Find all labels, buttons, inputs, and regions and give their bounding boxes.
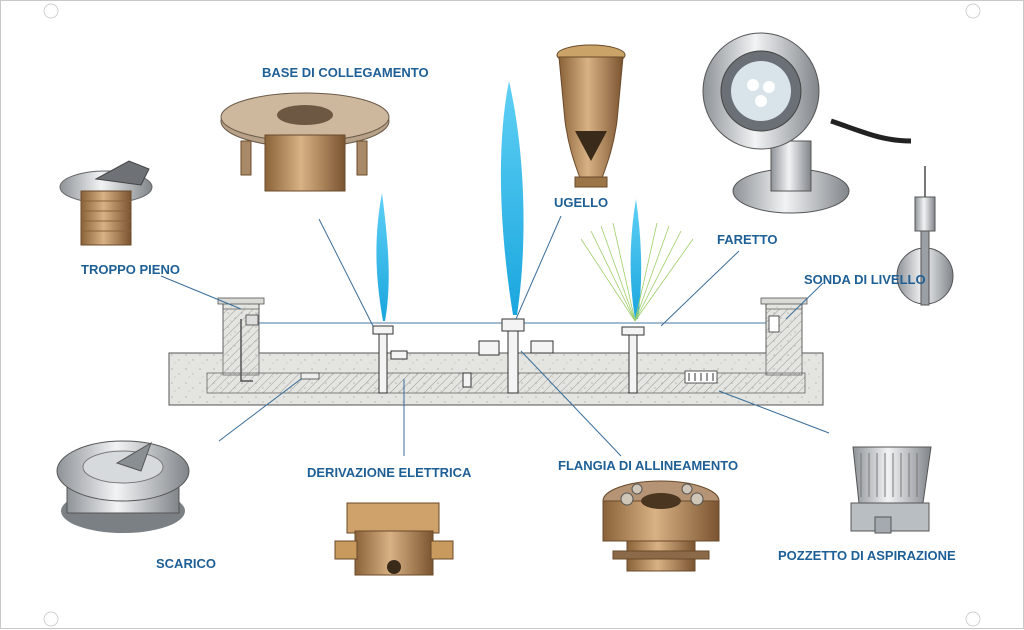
hatched-floor (206, 372, 806, 394)
connection-base-icon (220, 92, 390, 192)
basin-section (168, 297, 824, 406)
water-jets (376, 81, 694, 322)
label-base-di-collegamento: BASE DI COLLEGAMENTO (262, 65, 429, 80)
level-probe-icon (896, 166, 954, 306)
label-pozzetto-di-aspirazione: POZZETTO DI ASPIRAZIONE (778, 548, 956, 563)
leader-lines (160, 215, 830, 457)
overflow-fitting-icon (59, 160, 153, 246)
spotlight-icon (702, 32, 912, 214)
junction-box-icon (334, 502, 454, 576)
label-faretto: FARETTO (717, 232, 777, 247)
label-flangia-di-allineamento: FLANGIA DI ALLINEAMENTO (558, 458, 738, 473)
labels: BASE DI COLLEGAMENTO UGELLO FARETTO TROP… (81, 65, 956, 571)
label-derivazione-elettrica: DERIVAZIONE ELETTRICA (307, 465, 472, 480)
suction-sump-icon (850, 446, 932, 534)
label-ugello: UGELLO (554, 195, 608, 210)
flange-icon (602, 480, 720, 572)
label-troppo-pieno: TROPPO PIENO (81, 262, 180, 277)
nozzle-icon (556, 44, 626, 188)
drain-icon (56, 440, 190, 533)
label-sonda-di-livello: SONDA DI LIVELLO (804, 272, 926, 287)
corner-marks (43, 3, 981, 627)
label-scarico: SCARICO (156, 556, 216, 571)
